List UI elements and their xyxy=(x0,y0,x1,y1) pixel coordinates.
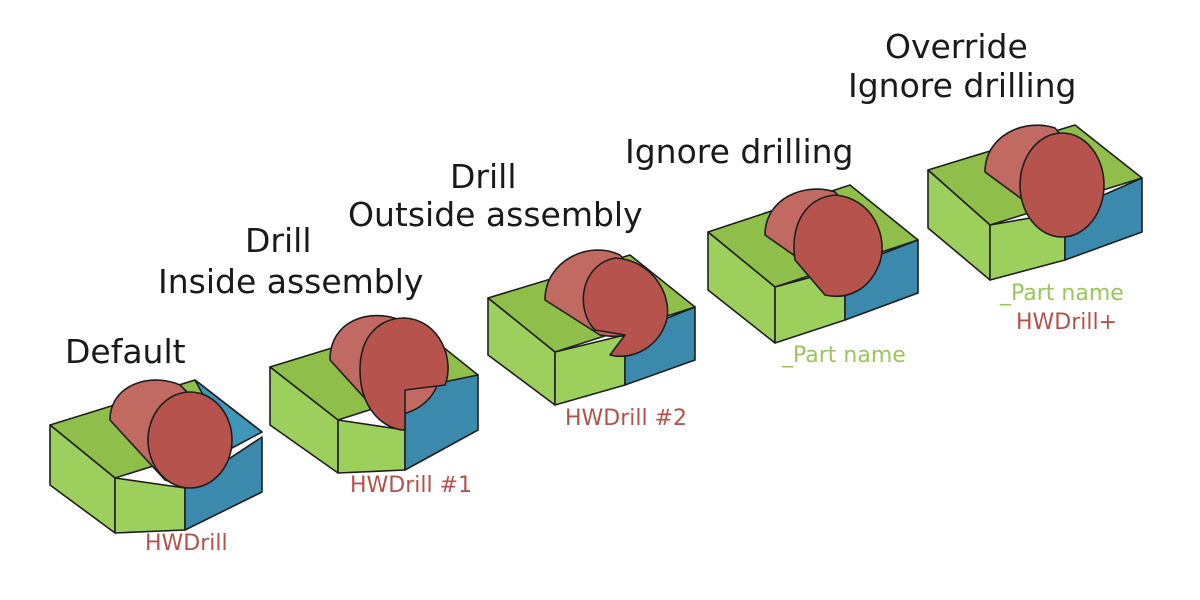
block-assembly-model xyxy=(487,249,696,406)
drill-cylinder-cap xyxy=(1019,132,1105,238)
case-default: Default HWDrill xyxy=(49,332,263,556)
case-drill-outside-assembly: Drill Outside assembly HWDrill #2 xyxy=(348,157,696,431)
drill-cylinder-cap xyxy=(793,194,883,297)
green-block-face xyxy=(114,477,186,534)
case-tag: HWDrill #2 xyxy=(565,406,687,431)
case-tag: HWDrill #1 xyxy=(350,473,472,498)
case-tag: HWDrill xyxy=(145,531,228,556)
case-heading-line: Drill xyxy=(245,221,311,260)
case-heading-line: Override xyxy=(885,27,1028,66)
blue-block-front xyxy=(844,239,919,321)
block-assembly-model xyxy=(927,124,1143,281)
case-tag: _Part name xyxy=(999,281,1124,306)
drill-cylinder-cap xyxy=(582,257,669,357)
drill-cylinder-cap xyxy=(147,391,233,489)
case-heading-line: Inside assembly xyxy=(158,262,423,301)
case-heading-line: Outside assembly xyxy=(348,195,643,234)
block-assembly-model xyxy=(269,314,479,474)
case-ignore-drilling: Ignore drilling _Part name xyxy=(625,132,919,368)
blue-block-front xyxy=(1064,177,1143,261)
case-heading-line: Default xyxy=(65,332,186,371)
case-heading-line: Drill xyxy=(450,157,516,196)
case-override-ignore-drilling: Override Ignore drilling _Part name HWDr… xyxy=(848,27,1143,335)
block-assembly-model xyxy=(49,379,263,534)
case-heading-line: Ignore drilling xyxy=(625,132,853,171)
blue-block-front xyxy=(184,436,263,531)
block-assembly-model xyxy=(707,184,919,344)
case-heading-line: Ignore drilling xyxy=(848,66,1076,105)
case-tag: HWDrill+ xyxy=(1016,310,1117,335)
blue-block-front xyxy=(624,306,696,386)
case-tag: _Part name xyxy=(781,343,906,368)
case-drill-inside-assembly: Drill Inside assembly HWDrill #1 xyxy=(158,221,479,498)
drill-cylinder-cap xyxy=(359,317,449,431)
